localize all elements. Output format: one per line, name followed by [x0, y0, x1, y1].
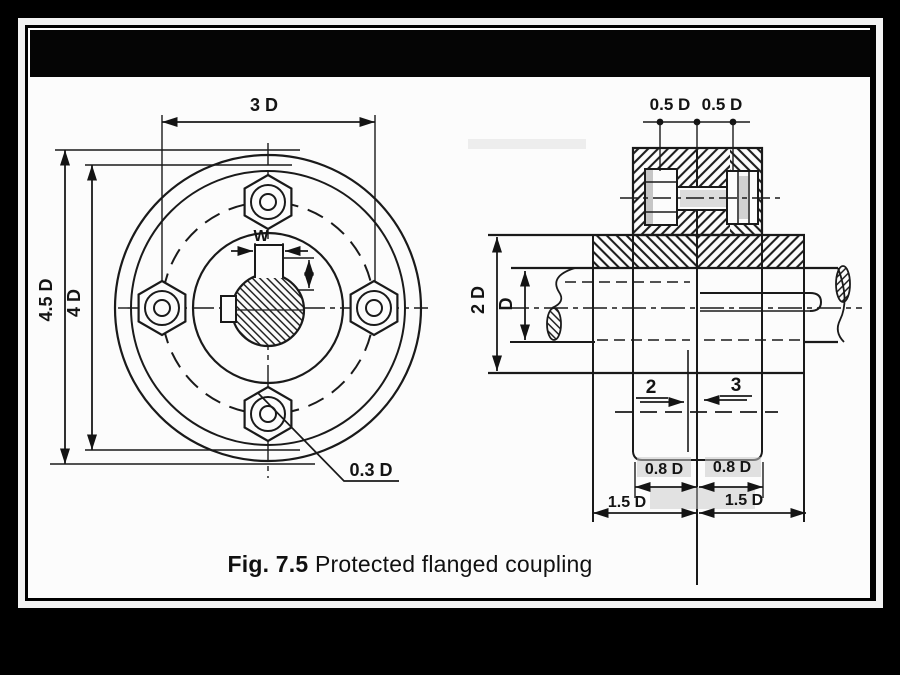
figure-number: Fig. 7.5	[227, 551, 309, 577]
dim-hub-length: 1.5 D 1.5 D	[593, 492, 806, 518]
dim-hub-diameter: 2 D	[468, 237, 502, 371]
dim-label-15d-left: 1.5 D	[608, 494, 646, 511]
dim-label-03d: 0.3 D	[349, 460, 392, 480]
dim-outer-diameter: 4.5 D	[36, 149, 315, 465]
part-leaders: 2 3	[636, 375, 752, 407]
dim-label-w: W	[253, 228, 269, 245]
dim-label-15d-right: 1.5 D	[725, 492, 763, 509]
dim-key-width: W	[231, 228, 308, 276]
dim-label-d: D	[496, 298, 516, 311]
dim-label-3d: 3 D	[250, 95, 278, 115]
dim-label-05d-right: 0.5 D	[702, 95, 743, 114]
dim-bore-length: 0.8 D 0.8 D	[634, 459, 764, 498]
bolt-nut-bottom	[243, 385, 293, 443]
figure-caption: Fig. 7.5 Protected flanged coupling	[160, 551, 660, 578]
dim-label-08d-left: 0.8 D	[645, 461, 683, 478]
dim-label-05d-left: 0.5 D	[650, 95, 691, 114]
dim-label-08d-right: 0.8 D	[713, 459, 751, 476]
dim-label-4d: 4 D	[64, 289, 84, 317]
dim-bolt-diameter: 0.3 D	[257, 392, 399, 482]
bolt-nut-right	[349, 279, 399, 337]
header-bar	[30, 30, 870, 77]
dim-recess-diameter: 4 D	[64, 164, 300, 451]
front-view: 3 D 4.5 D 4 D W	[36, 95, 428, 482]
dim-shaft-diameter: D	[496, 271, 530, 340]
dim-label-45d: 4.5 D	[36, 278, 56, 321]
bolt-nut-left	[137, 279, 187, 337]
figure-title: Protected flanged coupling	[314, 551, 593, 577]
section-view: 0.5 D 0.5 D 2 D D 2 3 0.8 D	[468, 95, 862, 585]
dim-bolt-circle: 3 D	[161, 95, 376, 281]
dim-key-depth	[284, 257, 314, 291]
dim-flange-thickness: 0.5 D 0.5 D	[643, 95, 750, 171]
technical-drawing: 3 D 4.5 D 4 D W	[36, 95, 862, 585]
part-label-3: 3	[731, 375, 742, 396]
dim-label-2d: 2 D	[468, 286, 488, 314]
part-label-2: 2	[646, 377, 657, 398]
bolt-nut-top	[243, 173, 293, 231]
